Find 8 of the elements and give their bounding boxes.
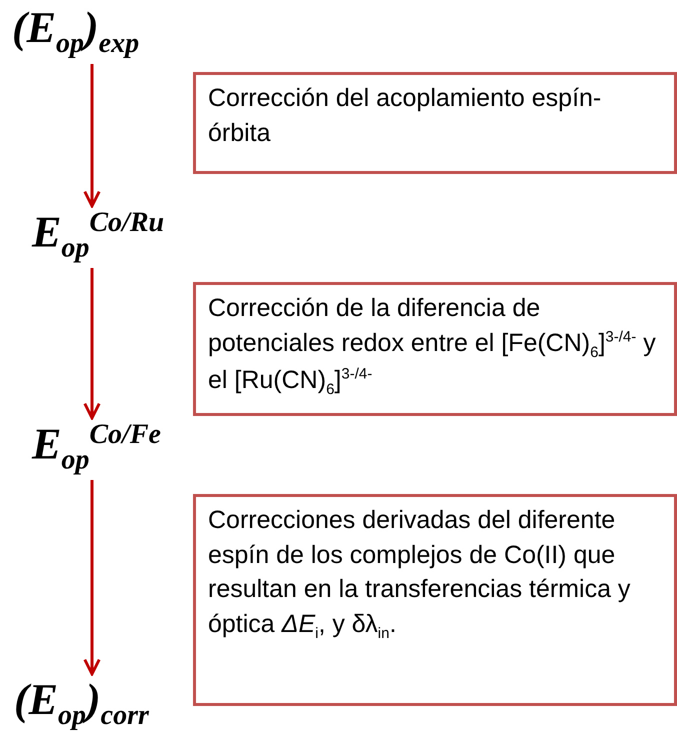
note-box: Corrección de la diferencia de potenciales redox entre el [Fe(CN)$_{6}$]$^{3-/4-}$ y el [Ru(CN)$_{6}$]$^{3-/4-}$ bbox=[193, 282, 677, 416]
arrow bbox=[83, 268, 101, 420]
note-box: Correcciones derivadas del diferente espín de los complejos de Co(II) que resultan en la transferencias térmica y óptica ΔE$_{i}$, y δλ$_{in}$. bbox=[193, 494, 677, 706]
arrow bbox=[83, 480, 101, 676]
note-box: Corrección del acoplamiento espín-órbita bbox=[193, 72, 677, 174]
energy-symbol: (E$_{op}$)$_{exp}$ bbox=[12, 4, 140, 60]
energy-symbol: (E$_{op}$)$_{corr}$ bbox=[14, 676, 149, 732]
arrow bbox=[83, 64, 101, 208]
